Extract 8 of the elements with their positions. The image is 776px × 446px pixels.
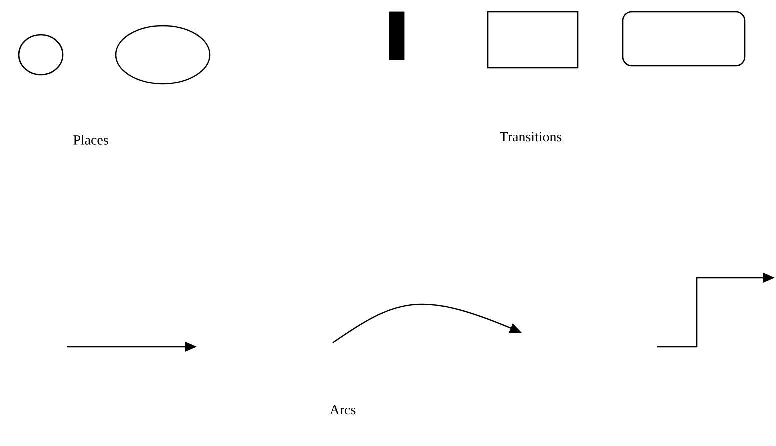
section-label: Places <box>74 135 108 145</box>
section-label: Transitions <box>500 132 562 142</box>
rounded-transition-box <box>622 11 746 67</box>
ellipse-outline <box>115 25 211 85</box>
transition-bar <box>389 12 405 60</box>
transition-box <box>487 11 579 69</box>
place-circle <box>18 34 64 76</box>
section-label: Arcs <box>330 405 356 415</box>
